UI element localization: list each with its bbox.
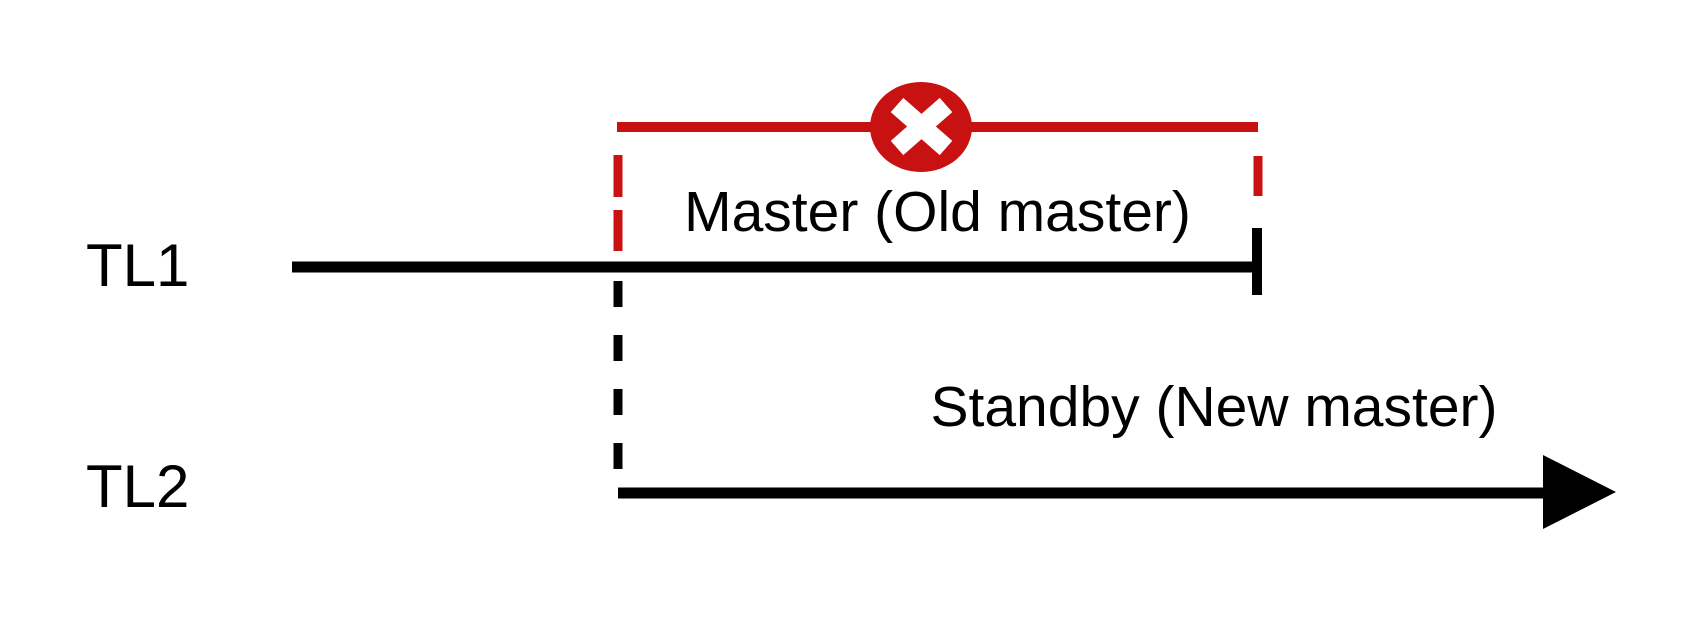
x-stroke-2: [890, 97, 953, 156]
x-circle-icon: [870, 82, 972, 172]
tl2-label: TL2: [86, 452, 190, 520]
standby-annotation: Standby (New master): [930, 375, 1498, 439]
master-annotation: Master (Old master): [684, 180, 1191, 244]
tl1-label: TL1: [86, 231, 190, 299]
tl2-arrowhead: [1543, 455, 1616, 529]
